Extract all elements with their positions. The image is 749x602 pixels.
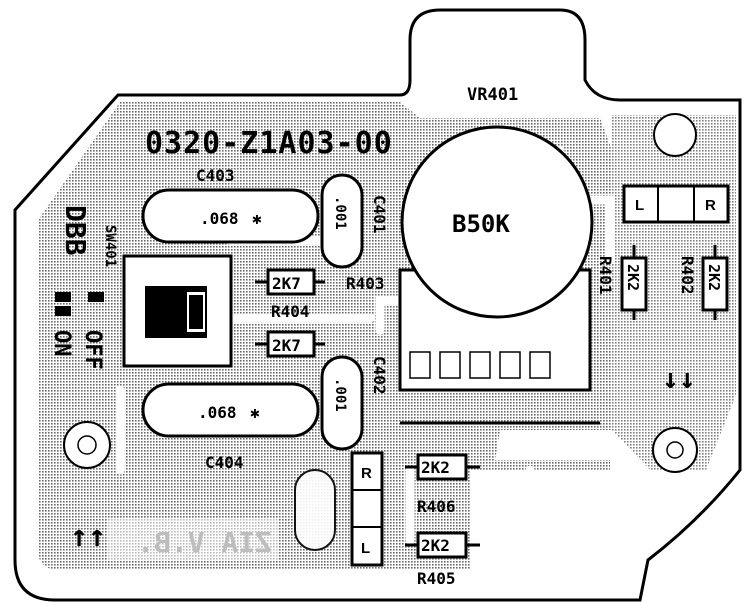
bottom-pad bbox=[294, 469, 336, 551]
right-arrows: ↓↓ bbox=[662, 362, 696, 395]
sw401-label: SW401 bbox=[102, 225, 118, 267]
vr401-value: B50K bbox=[452, 210, 510, 238]
c403-label: C403 bbox=[196, 166, 235, 185]
capacitor-c402: .001 bbox=[320, 355, 364, 451]
switch-sw401 bbox=[122, 254, 233, 368]
r406-label: R406 bbox=[417, 497, 456, 516]
c404-marker: ✱ bbox=[250, 403, 260, 422]
vr401-label: VR401 bbox=[467, 85, 518, 105]
mounting-hole-left bbox=[63, 421, 111, 469]
mounting-hole-top bbox=[653, 113, 697, 157]
r402-label: R402 bbox=[678, 256, 697, 295]
r404-label: R404 bbox=[271, 302, 310, 321]
resistor-r404: 2K7 bbox=[255, 330, 325, 358]
c401-label: C401 bbox=[370, 195, 389, 234]
switch-on-label: ON bbox=[49, 330, 74, 357]
switch-position-marks bbox=[55, 292, 104, 316]
mounting-hole-right bbox=[652, 427, 698, 473]
potentiometer-vr401: B50K bbox=[398, 125, 594, 392]
dbb-title: DBB bbox=[59, 205, 92, 256]
connector-bottom-top-label: R bbox=[361, 465, 372, 482]
r405-label: R405 bbox=[417, 569, 456, 588]
resistor-r402: 2K2 bbox=[701, 245, 729, 320]
capacitor-c404: .068 ✱ bbox=[141, 382, 320, 438]
r406-value: 2K2 bbox=[421, 458, 450, 477]
resistor-r401: 2K2 bbox=[620, 245, 648, 320]
mirrored-silkscreen-text: ZIA V.B. bbox=[137, 526, 272, 559]
r401-label: R401 bbox=[596, 256, 615, 295]
r401-value: 2K2 bbox=[624, 264, 642, 291]
r402-value: 2K2 bbox=[705, 264, 723, 291]
capacitor-c403: .068 ✱ bbox=[141, 188, 320, 244]
c402-label: C402 bbox=[370, 356, 389, 395]
switch-off-label: OFF bbox=[80, 330, 105, 370]
connector-top-right-label: R bbox=[705, 197, 716, 214]
connector-bottom-bottom-label: L bbox=[361, 540, 370, 557]
left-arrows: ↑↑ bbox=[70, 519, 106, 554]
r403-value: 2K7 bbox=[272, 274, 301, 293]
connector-bottom: R L bbox=[350, 451, 384, 567]
board-part-number: 0320-Z1A03-00 bbox=[145, 126, 393, 161]
resistor-r405: 2K2 bbox=[405, 531, 480, 559]
r405-value: 2K2 bbox=[421, 536, 450, 555]
c401-value: .001 bbox=[332, 196, 348, 230]
c404-value: .068 bbox=[198, 403, 237, 422]
connector-top-left-label: L bbox=[635, 197, 644, 214]
connector-top: L R bbox=[622, 184, 730, 224]
c403-value: .068 bbox=[200, 209, 239, 228]
r404-value: 2K7 bbox=[272, 336, 301, 355]
c403-marker: ✱ bbox=[252, 209, 262, 228]
resistor-r406: 2K2 bbox=[405, 453, 480, 481]
c404-label: C404 bbox=[205, 453, 244, 472]
capacitor-c401: .001 bbox=[320, 173, 364, 269]
mirrored-silkscreen: ZIA V.B. bbox=[108, 518, 278, 560]
r403-label: R403 bbox=[346, 274, 385, 293]
resistor-r403: 2K7 bbox=[255, 268, 325, 296]
c402-value: .001 bbox=[332, 378, 348, 412]
